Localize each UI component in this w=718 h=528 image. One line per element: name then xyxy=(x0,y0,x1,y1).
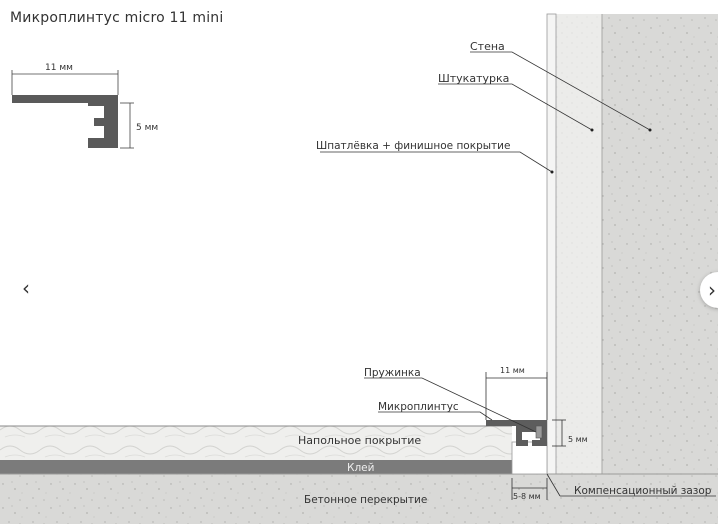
page-title: Микроплинтус micro 11 mini xyxy=(10,10,224,26)
prev-arrow-icon[interactable]: ‹ xyxy=(22,276,30,300)
compensation-gap xyxy=(511,441,548,475)
label-plaster: Штукатурка xyxy=(438,72,509,85)
glue-layer xyxy=(0,460,512,474)
wall-concrete xyxy=(602,14,718,474)
label-wall: Стена xyxy=(470,40,505,53)
label-putty: Шпатлёвка + финишное покрытие xyxy=(316,140,510,152)
section-dimensions xyxy=(485,372,566,500)
plaster-layer xyxy=(556,14,602,474)
label-microplinth: Микроплинтус xyxy=(378,401,459,413)
label-gap: Компенсационный зазор xyxy=(574,485,712,497)
label-floor-covering: Напольное покрытие xyxy=(298,434,421,447)
profile-drawing xyxy=(11,70,134,149)
profile-width-label: 11 мм xyxy=(45,63,73,73)
putty-layer xyxy=(546,13,557,475)
dim-5-8mm: 5-8 мм xyxy=(513,492,541,501)
profile-height-label: 5 мм xyxy=(136,123,158,133)
next-arrow-icon[interactable]: › xyxy=(700,272,718,308)
concrete-slab xyxy=(0,474,718,524)
dim-11mm: 11 мм xyxy=(500,366,525,375)
leader-lines xyxy=(320,51,716,497)
label-glue: Клей xyxy=(347,462,374,474)
label-spring: Пружинка xyxy=(364,367,421,379)
floor-covering-layer xyxy=(0,426,512,460)
dim-5mm: 5 мм xyxy=(568,435,588,444)
label-concrete: Бетонное перекрытие xyxy=(304,494,427,506)
